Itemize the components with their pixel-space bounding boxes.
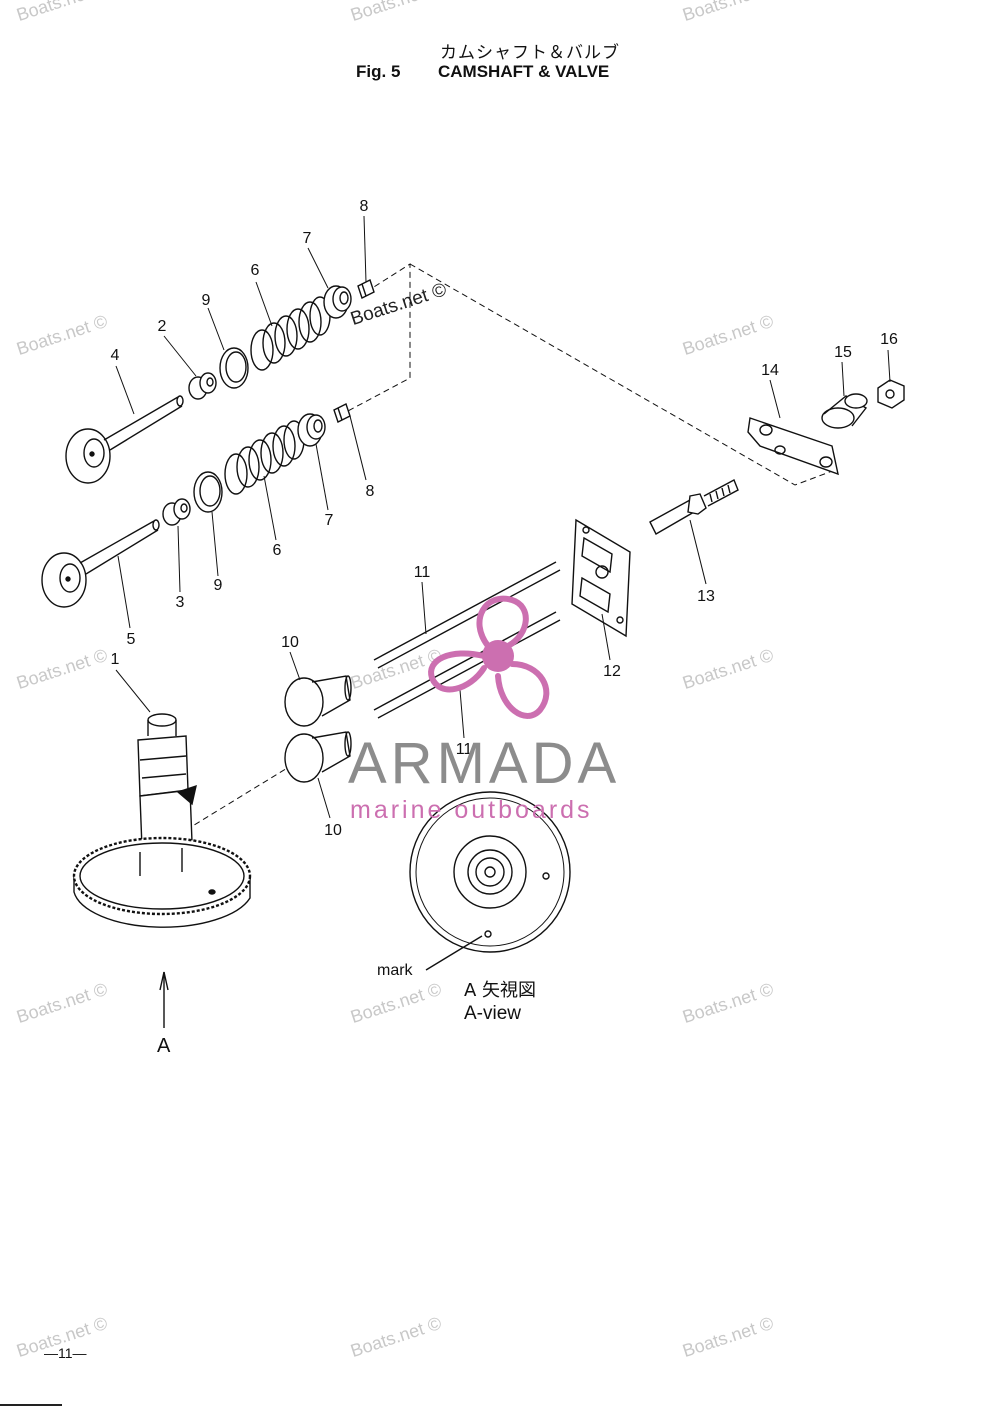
spring-seat-9-lower — [193, 471, 223, 513]
cam-gear — [72, 836, 252, 928]
callout-9: 9 — [213, 577, 223, 594]
armada-propeller-logo — [428, 595, 550, 719]
callout-2: 2 — [157, 318, 167, 335]
push-rod-11-upper — [373, 561, 561, 669]
figure-title: CAMSHAFT & VALVE — [438, 62, 610, 81]
callout-6: 6 — [250, 262, 260, 279]
callout-10: 10 — [324, 822, 342, 839]
rocker-cover-gasket-12 — [571, 518, 631, 638]
callout-1: 1 — [110, 651, 120, 668]
armada-logo-name: ARMADA — [348, 731, 621, 796]
a-view-label: A-view — [464, 1003, 522, 1024]
figure-number: Fig. 5 — [356, 62, 401, 81]
page-number: —11— — [44, 1345, 87, 1361]
callout-10: 10 — [281, 634, 299, 651]
stud-bolt-13 — [649, 479, 739, 535]
valve-seal-3 — [162, 498, 191, 526]
bottom-rule — [0, 1404, 62, 1406]
spring-retainer-7-lower — [297, 413, 326, 447]
callout-9: 9 — [201, 292, 211, 309]
callout-3: 3 — [175, 594, 185, 611]
rocker-pivot-15 — [821, 393, 868, 429]
valve-4 — [65, 395, 184, 484]
callout-7: 7 — [302, 230, 312, 247]
spring-seat-9-upper — [219, 347, 249, 389]
valve-cotter-8-upper — [357, 279, 375, 299]
spring-retainer-7-upper — [323, 285, 352, 319]
callout-13: 13 — [697, 588, 715, 605]
valve-seal-2 — [188, 372, 217, 400]
callout-4: 4 — [110, 347, 120, 364]
callout-12: 12 — [603, 663, 621, 680]
callout-7: 7 — [324, 512, 334, 529]
nut-16 — [877, 379, 905, 409]
mark-leader-line — [425, 935, 483, 971]
callout-8: 8 — [365, 483, 375, 500]
tappet-10-upper — [284, 675, 352, 727]
mark-label: mark — [377, 962, 413, 979]
push-rod-11-lower — [373, 611, 561, 719]
figure-title-japanese: カムシャフト＆バルブ — [440, 43, 620, 63]
valve-cotter-8-lower — [333, 403, 351, 423]
a-view-label-japanese: A 矢視図 — [464, 980, 537, 1001]
callout-6: 6 — [272, 542, 282, 559]
callout-15: 15 — [834, 344, 852, 361]
view-arrow-a — [159, 971, 169, 1028]
a-view-gear-disc — [409, 791, 571, 971]
callout-leaders — [115, 215, 891, 819]
valve-spring-6-lower — [224, 420, 305, 495]
tappet-10-lower — [284, 731, 352, 783]
valve-spring-6-upper — [250, 296, 331, 371]
callout-11: 11 — [455, 741, 473, 758]
callout-14: 14 — [761, 362, 779, 379]
view-arrow-label: A — [157, 1035, 171, 1057]
rocker-arm-14 — [747, 417, 839, 476]
callout-11: 11 — [413, 564, 431, 581]
callout-16: 16 — [880, 331, 898, 348]
armada-logo-tagline: marine outboards — [350, 796, 593, 824]
callout-5: 5 — [126, 631, 136, 648]
callout-8: 8 — [359, 198, 369, 215]
valve-5 — [41, 519, 160, 608]
